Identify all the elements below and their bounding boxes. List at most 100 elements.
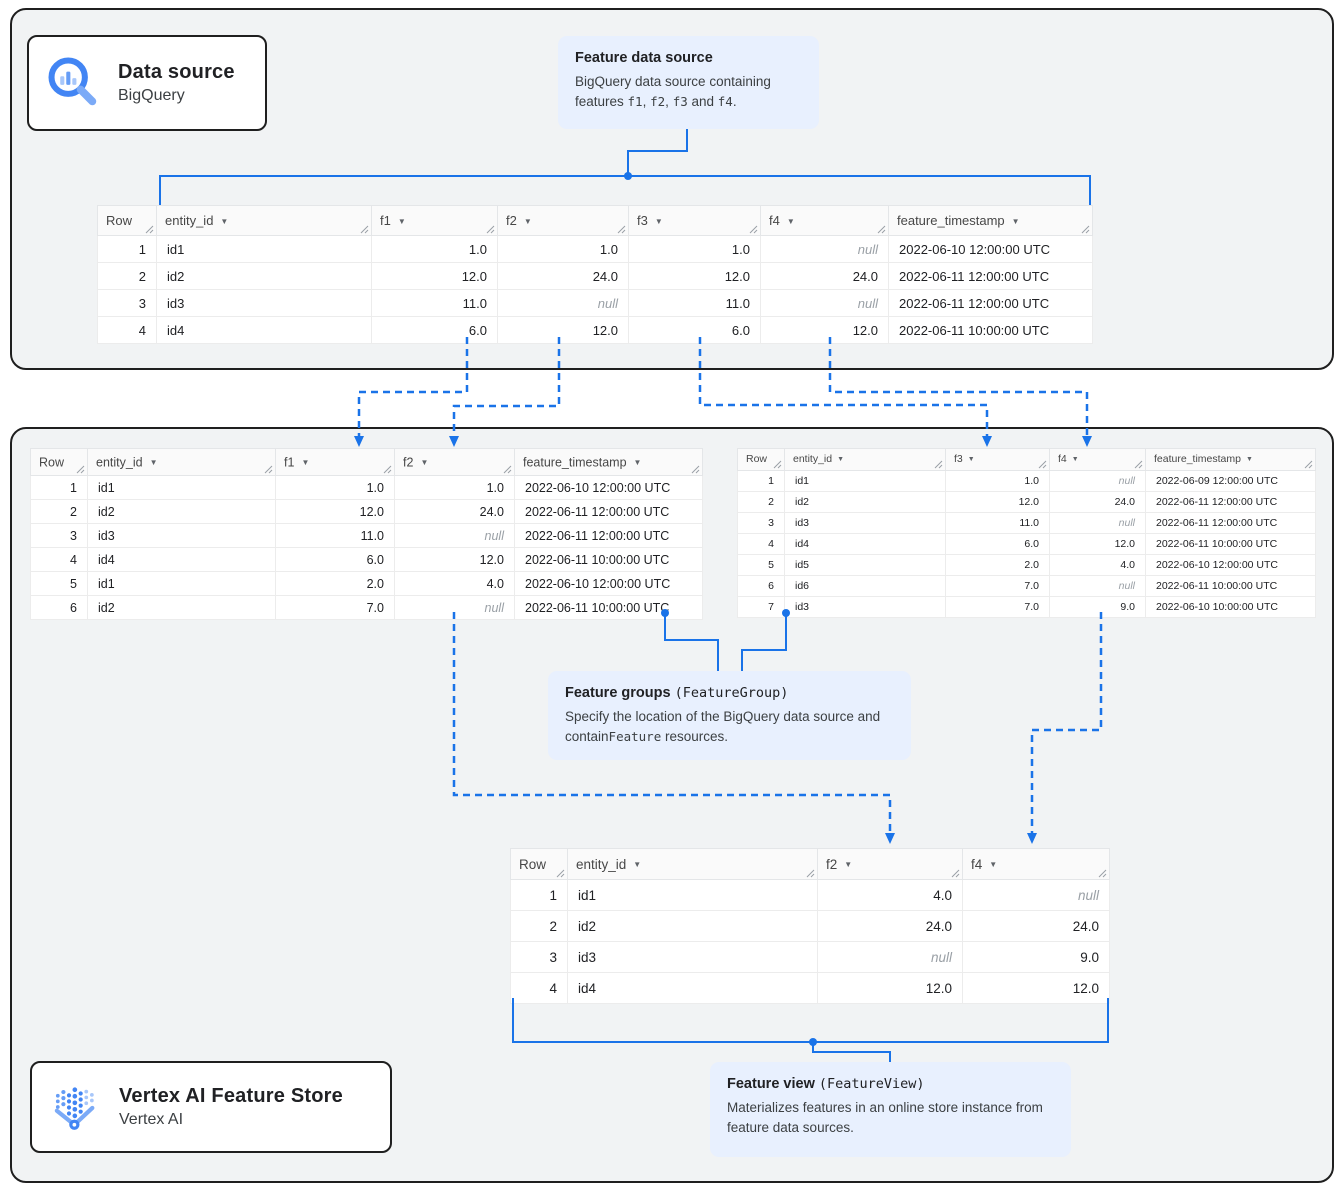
table-cell: 11.0 [628, 289, 761, 317]
column-header-f3[interactable]: f3▼ [945, 448, 1050, 471]
column-resize-icon[interactable] [951, 869, 960, 878]
column-header-f1[interactable]: f1 ▼ [275, 448, 395, 476]
column-resize-icon[interactable] [1134, 460, 1143, 469]
column-resize-icon[interactable] [617, 225, 626, 234]
sort-dropdown-icon[interactable]: ▼ [420, 457, 429, 467]
sort-dropdown-icon[interactable]: ▼ [523, 216, 532, 226]
column-header-f1[interactable]: f1▼ [371, 205, 498, 236]
sort-dropdown-icon[interactable]: ▼ [149, 457, 158, 467]
row-number-cell: 4 [30, 547, 88, 572]
column-resize-icon[interactable] [76, 465, 85, 474]
table-cell: id1 [156, 235, 372, 263]
vertex-feature-store-title: Vertex AI Feature Store [119, 1085, 343, 1107]
column-resize-icon[interactable] [773, 460, 782, 469]
column-header-f4[interactable]: f4▼ [760, 205, 889, 236]
column-header-feature_timestamp[interactable]: feature_timestamp▼ [1145, 448, 1316, 471]
column-label: f1 [284, 455, 295, 470]
column-resize-icon[interactable] [503, 465, 512, 474]
column-header-f4[interactable]: f4▼ [962, 848, 1110, 880]
table-cell: 7.0 [275, 595, 395, 620]
column-label: Row [39, 455, 65, 470]
sort-dropdown-icon[interactable]: ▼ [301, 457, 310, 467]
sort-dropdown-icon[interactable]: ▼ [633, 457, 642, 467]
table-cell: null [962, 879, 1110, 911]
sort-dropdown-icon[interactable]: ▼ [397, 216, 406, 226]
table-cell: 2022-06-11 10:00:00 UTC [514, 595, 703, 620]
plain-text: , [642, 93, 651, 109]
column-resize-icon[interactable] [1081, 225, 1090, 234]
column-resize-icon[interactable] [383, 465, 392, 474]
column-label: f4 [1058, 453, 1067, 466]
column-header-entity_id[interactable]: entity_id▼ [784, 448, 946, 471]
column-resize-icon[interactable] [264, 465, 273, 474]
column-header-entity_id[interactable]: entity_id▼ [87, 448, 276, 476]
row-number-cell: 3 [510, 941, 568, 973]
row-number-cell: 3 [97, 289, 157, 317]
column-resize-icon[interactable] [1098, 869, 1107, 878]
column-resize-icon[interactable] [1304, 460, 1313, 469]
column-resize-icon[interactable] [691, 465, 700, 474]
column-header-f2[interactable]: f2▼ [497, 205, 629, 236]
table-cell: 1.0 [628, 235, 761, 263]
table-cell: id2 [87, 499, 276, 524]
column-resize-icon[interactable] [749, 225, 758, 234]
sort-dropdown-icon[interactable]: ▼ [220, 216, 229, 226]
column-resize-icon[interactable] [1038, 460, 1047, 469]
sort-dropdown-icon[interactable]: ▼ [1071, 456, 1079, 464]
column-resize-icon[interactable] [145, 225, 154, 234]
table-cell: id1 [87, 475, 276, 500]
table-cell: 12.0 [394, 547, 515, 572]
column-label: entity_id [165, 213, 214, 229]
sort-dropdown-icon[interactable]: ▼ [654, 216, 663, 226]
table-cell: null [394, 595, 515, 620]
table-cell: 2022-06-11 10:00:00 UTC [888, 316, 1093, 344]
sort-dropdown-icon[interactable]: ▼ [967, 456, 975, 464]
column-resize-icon[interactable] [934, 460, 943, 469]
column-header-feature_timestamp[interactable]: feature_timestamp ▼ [888, 205, 1093, 236]
column-resize-icon[interactable] [877, 225, 886, 234]
column-header-f3[interactable]: f3▼ [628, 205, 761, 236]
column-header-entity_id[interactable]: entity_id▼ [567, 848, 818, 880]
row-number-cell: 5 [30, 571, 88, 596]
column-header-entity_id[interactable]: entity_id ▼ [156, 205, 372, 236]
sort-dropdown-icon[interactable]: ▼ [1245, 456, 1253, 464]
table-cell: 4.0 [817, 879, 963, 911]
table-cell: id6 [784, 575, 946, 597]
sort-dropdown-icon[interactable]: ▼ [1011, 216, 1020, 226]
column-resize-icon[interactable] [360, 225, 369, 234]
table-cell: 2022-06-11 12:00:00 UTC [514, 523, 703, 548]
sort-dropdown-icon[interactable]: ▼ [786, 216, 795, 226]
column-header-f2[interactable]: f2▼ [817, 848, 963, 880]
table-cell: 12.0 [817, 972, 963, 1004]
column-header-Row: Row [737, 448, 785, 471]
table-cell: 2.0 [945, 554, 1050, 576]
column-header-f2[interactable]: f2▼ [394, 448, 515, 476]
column-resize-icon[interactable] [556, 869, 565, 878]
callout-title: Feature view (FeatureView) [727, 1076, 1054, 1092]
column-label: feature_timestamp [897, 213, 1005, 229]
sort-dropdown-icon[interactable]: ▼ [989, 859, 998, 869]
row-number-cell: 2 [30, 499, 88, 524]
column-header-f4[interactable]: f4 ▼ [1049, 448, 1146, 471]
table-cell: id2 [156, 262, 372, 290]
table-cell: 4.0 [394, 571, 515, 596]
sort-dropdown-icon[interactable]: ▼ [633, 859, 642, 869]
column-resize-icon[interactable] [806, 869, 815, 878]
row-number-cell: 3 [30, 523, 88, 548]
column-resize-icon[interactable] [486, 225, 495, 234]
sort-dropdown-icon[interactable]: ▼ [844, 859, 853, 869]
table-cell: null [1049, 512, 1146, 534]
sort-dropdown-icon[interactable]: ▼ [837, 456, 845, 464]
column-header-feature_timestamp[interactable]: feature_timestamp▼ [514, 448, 703, 476]
